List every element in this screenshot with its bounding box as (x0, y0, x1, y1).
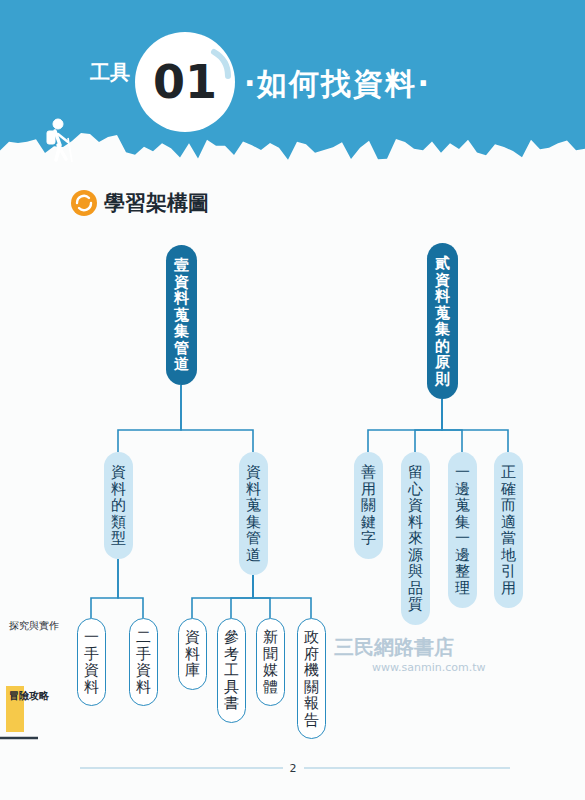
root-pill: 貳 資料蒐集的原則 (427, 243, 458, 399)
tree-connector (118, 385, 181, 452)
node-text: 善用關鍵字 (361, 464, 376, 547)
heading-icon (71, 190, 97, 216)
node-text: 一手資料 (84, 629, 99, 695)
node-text: 貳 資料蒐集的原則 (435, 255, 450, 387)
tree-connector (253, 575, 270, 618)
tree-connector (415, 399, 442, 452)
branch-pill: 一邊蒐集一邊整理 (448, 452, 477, 608)
side-tab (6, 686, 24, 732)
torn-banner (0, 0, 585, 160)
node-text: 壹 資料蒐集管道 (174, 257, 189, 373)
tree-connector (91, 559, 118, 618)
branch-pill: 資料蒐集管道 (239, 452, 268, 575)
tree-connector (442, 399, 508, 452)
branch-pill: 正確而適當地引用 (494, 452, 523, 608)
hiker-icon (47, 119, 72, 162)
leaf-pill: 資料庫 (178, 618, 207, 690)
node-text: 資料的類型 (111, 464, 126, 547)
number-circle (135, 32, 235, 132)
tree-connector (442, 399, 462, 452)
branch-pill: 資料的類型 (104, 452, 133, 559)
node-text: 留心資料來源與品質 (408, 464, 423, 613)
page-title: ·如何找資料· (244, 64, 431, 105)
root-pill: 壹 資料蒐集管道 (166, 245, 197, 385)
side-tab-text: 冒險攻略 (9, 690, 19, 701)
footer-rule (80, 768, 283, 769)
node-text: 資料蒐集管道 (246, 464, 261, 563)
branch-pill: 善用關鍵字 (354, 452, 383, 559)
leaf-pill: 二手資料 (129, 618, 158, 706)
node-text: 新聞媒體 (263, 629, 278, 695)
tree-connector (192, 575, 253, 618)
leaf-pill: 新聞媒體 (256, 618, 285, 706)
node-text: 資料庫 (185, 629, 200, 679)
node-text: 二手資料 (136, 629, 151, 695)
leaf-pill: 一手資料 (77, 618, 106, 706)
tree-connector (181, 385, 253, 452)
section-heading: 學習架構圖 (104, 189, 209, 217)
node-text: 正確而適當地引用 (501, 464, 516, 596)
leaf-pill: 參考工具書 (217, 618, 246, 723)
side-rule (0, 737, 38, 740)
node-text: 政府機關報告 (304, 629, 319, 728)
chapter-tag: 工具 (90, 56, 110, 88)
tree-connector (231, 575, 253, 618)
heading-icon-swirl (77, 196, 91, 210)
node-text: 一邊蒐集一邊整理 (455, 464, 470, 596)
leaf-pill: 政府機關報告 (297, 618, 326, 739)
watermark: 三民網路書店 (334, 634, 454, 661)
tree-connector (118, 559, 143, 618)
tree-connector (368, 399, 442, 452)
side-tab-text: 探究與實作 (9, 620, 19, 631)
page-number: 2 (290, 762, 297, 775)
footer-rule (304, 768, 510, 769)
node-text: 參考工具書 (224, 629, 239, 712)
chapter-number: 01 (153, 55, 217, 109)
tree-connector (253, 575, 311, 618)
branch-pill: 留心資料來源與品質 (401, 452, 430, 625)
watermark: www.sanmin.com.tw (372, 661, 485, 674)
